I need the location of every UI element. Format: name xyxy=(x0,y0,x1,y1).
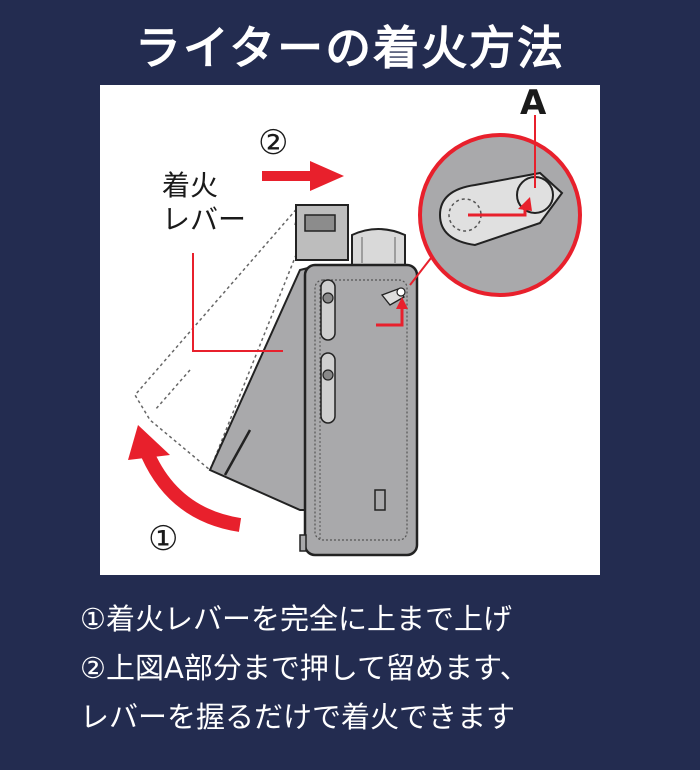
instruction-line-1: ①着火レバーを完全に上まで上げ xyxy=(80,602,512,636)
lever-pointer-line xyxy=(192,253,283,352)
instruction-line-3: レバーを握るだけで着火できます xyxy=(80,700,516,734)
step2-label: ② xyxy=(258,123,289,163)
lighter-cap xyxy=(295,204,349,261)
instructions: ①着火レバーを完全に上まで上げ ②上図A部分まで押して留めます、 レバーを握るだ… xyxy=(80,595,680,742)
instruction-line-2: ②上図A部分まで押して留めます、 xyxy=(80,651,529,685)
lever-lowered-outline xyxy=(134,204,301,472)
catch-arrow xyxy=(376,305,404,327)
lighter-illustration xyxy=(128,115,582,557)
lever-label-line2: レバー xyxy=(162,203,247,236)
curved-arrow xyxy=(141,452,242,532)
right-arrow xyxy=(310,161,344,191)
page-title: ライターの着火方法 xyxy=(134,21,566,75)
point-a-label: A xyxy=(520,83,547,123)
lighter-metal-top xyxy=(351,228,406,266)
step1-label: ① xyxy=(148,519,179,559)
lighter-diagram: 着火 レバー ② ① A xyxy=(100,83,600,575)
lever-label-line1: 着火 xyxy=(162,169,219,202)
